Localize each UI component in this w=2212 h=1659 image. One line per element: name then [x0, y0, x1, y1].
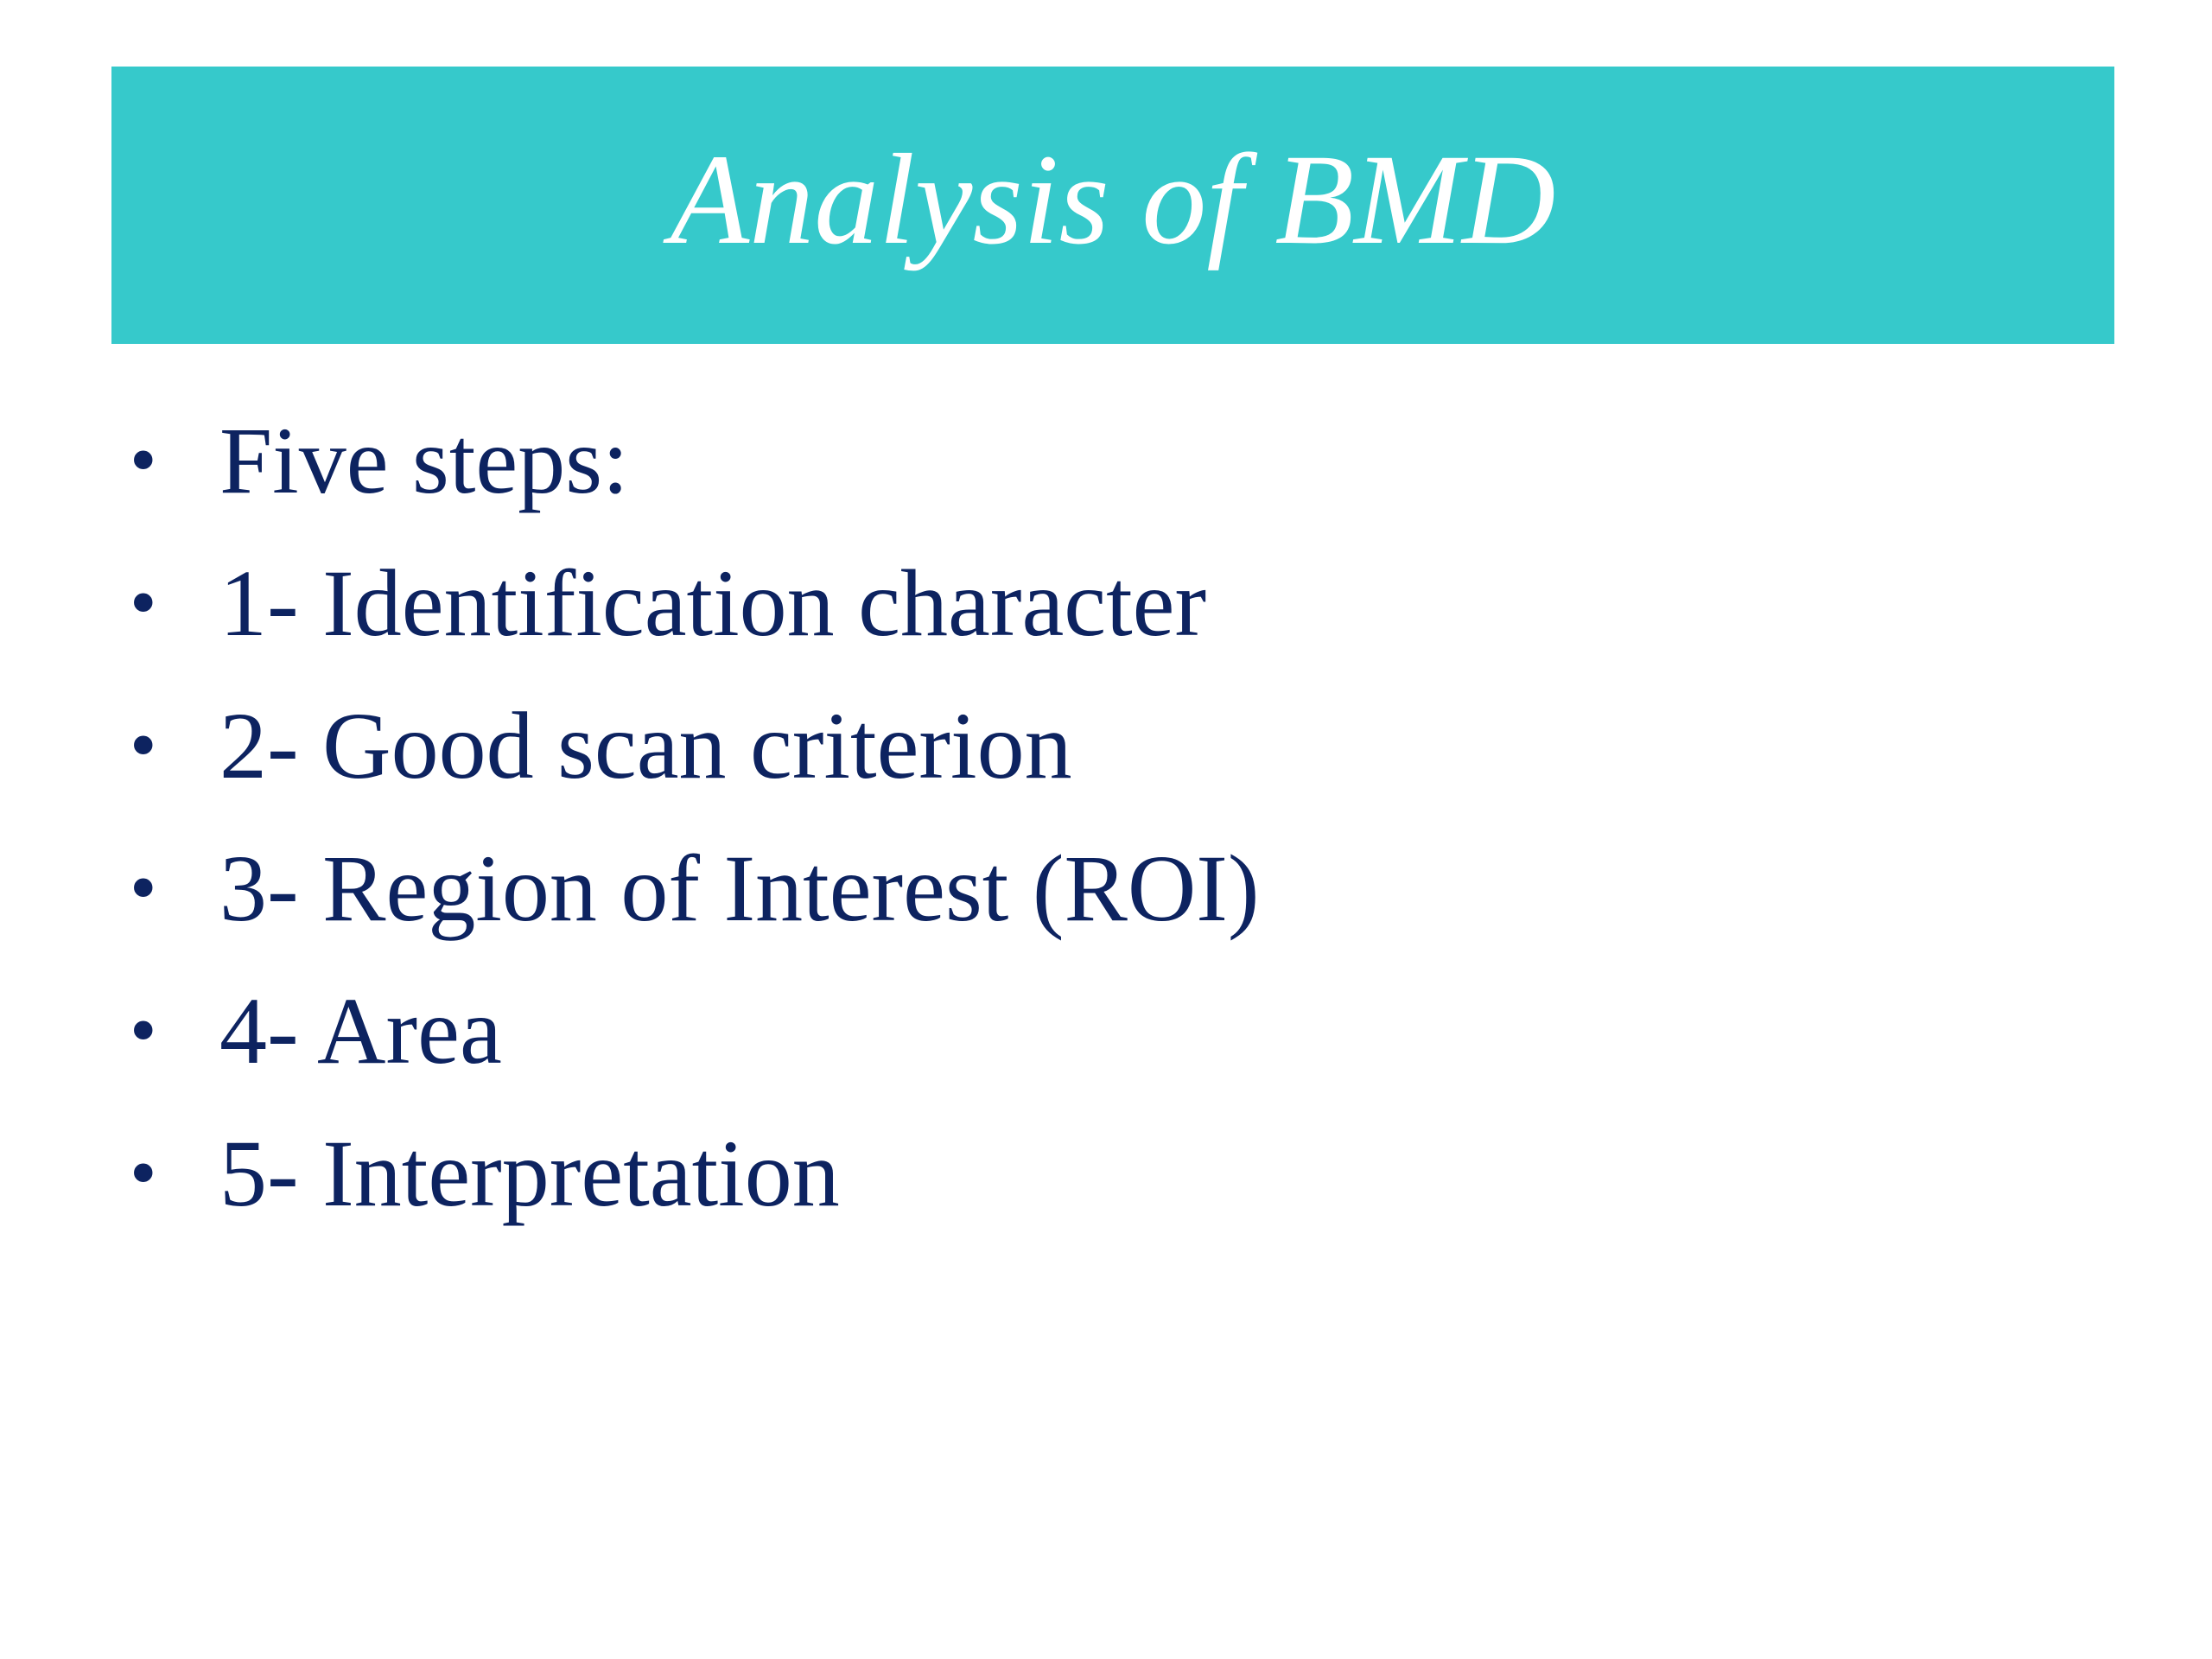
bullet-dot-icon: • [130, 559, 157, 645]
bullet-dot-icon: • [130, 416, 157, 503]
bullet-dot-icon: • [130, 844, 157, 931]
list-item: • 5- Interpretation [130, 1102, 1260, 1244]
bullet-dot-icon: • [130, 987, 157, 1073]
bullet-text: 3- Region of Interest (ROI) [219, 835, 1260, 941]
bullet-text: 1- Identification character [219, 550, 1207, 656]
list-item: • 2- Good scan criterion [130, 674, 1260, 817]
list-item: • 3- Region of Interest (ROI) [130, 817, 1260, 959]
list-item: • Five steps: [130, 389, 1260, 531]
list-item: • 4- Area [130, 959, 1260, 1102]
bullet-text: Five steps: [219, 407, 629, 513]
title-bar: Analysis of BMD [111, 67, 2114, 344]
bullet-list: • Five steps: • 1- Identification charac… [130, 389, 1260, 1244]
bullet-dot-icon: • [130, 1129, 157, 1216]
bullet-text: 4- Area [219, 977, 502, 1084]
slide-title: Analysis of BMD [670, 127, 1556, 271]
bullet-text: 2- Good scan criterion [219, 692, 1072, 798]
list-item: • 1- Identification character [130, 531, 1260, 674]
bullet-dot-icon: • [130, 702, 157, 788]
bullet-text: 5- Interpretation [219, 1120, 840, 1226]
